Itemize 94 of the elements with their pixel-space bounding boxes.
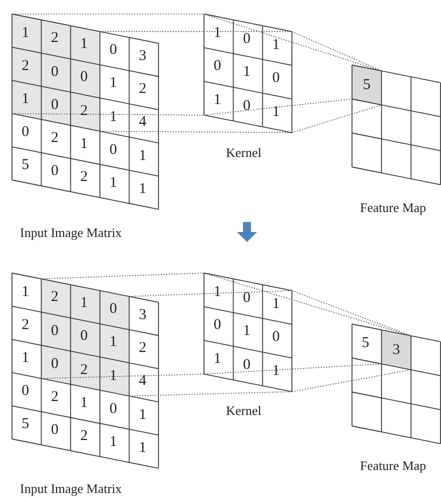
cell-value: 1: [80, 296, 88, 312]
cell-value: 1: [22, 350, 30, 366]
cell-value: 5: [362, 336, 370, 351]
cell-value: 0: [50, 423, 58, 438]
cell-value: 1: [110, 76, 118, 92]
cell-value: 0: [110, 43, 118, 58]
cell-value: 1: [22, 26, 30, 41]
cell-value: 0: [272, 71, 280, 86]
cell-value: 5: [22, 158, 30, 174]
cell-value: 1: [80, 396, 88, 411]
cell-value: 0: [272, 330, 280, 346]
cell-value: 3: [392, 340, 400, 360]
projection-line: [292, 104, 382, 134]
cell-value: 2: [50, 31, 58, 46]
cell-value: 1: [242, 65, 250, 80]
cell-value: 0: [110, 142, 118, 158]
cell-value: 0: [50, 324, 58, 339]
cell-value: 2: [50, 390, 58, 405]
cell-value: 2: [22, 318, 30, 333]
cell-value: 1: [22, 284, 30, 300]
cell-value: 2: [138, 82, 146, 98]
cell-value: 0: [80, 70, 88, 86]
cell-value: 1: [272, 296, 280, 312]
cell-value: 5: [363, 76, 370, 95]
cell-value: 0: [80, 329, 88, 344]
feature-map-caption: Feature Map: [360, 201, 426, 214]
cell-value: 0: [110, 302, 118, 318]
projection-line: [128, 391, 292, 396]
projection-line: [40, 374, 204, 379]
cell-value: 1: [138, 182, 146, 197]
cell-value: 1: [138, 440, 146, 456]
kernel-caption: Kernel: [226, 146, 262, 159]
cell-value: 1: [272, 364, 280, 379]
cell-value: 4: [138, 115, 146, 130]
cell-value: 1: [138, 148, 146, 164]
highlighted-output-cell: [382, 330, 411, 370]
cell-value: 0: [214, 59, 222, 74]
cell-value: 1: [242, 324, 250, 340]
matrix-caption: Input Image Matrix: [20, 226, 122, 239]
cell-value: 3: [138, 308, 146, 323]
cell-value: 0: [50, 64, 58, 80]
cell-value: 2: [22, 58, 30, 74]
cell-value: 2: [50, 290, 58, 306]
cell-value: 3: [138, 48, 146, 64]
cell-value: 0: [242, 290, 250, 306]
feature-map-caption: Feature Map: [360, 459, 426, 472]
cell-value: 2: [80, 170, 88, 186]
cell-value: 0: [50, 98, 58, 113]
cell-value: 1: [110, 434, 118, 450]
cell-value: 0: [22, 384, 30, 400]
cell-value: 1: [80, 37, 88, 52]
kernel-caption: Kernel: [226, 404, 262, 417]
projection-line: [204, 98, 352, 116]
cell-value: 0: [242, 99, 250, 114]
projection-line: [100, 130, 292, 134]
highlighted-output-cell: [352, 65, 382, 105]
cell-value: 1: [22, 92, 30, 107]
cell-value: 0: [22, 125, 30, 140]
cell-value: 0: [110, 402, 118, 417]
cell-value: 1: [272, 38, 280, 52]
cell-value: 1: [214, 93, 222, 108]
cell-value: 1: [110, 176, 118, 191]
matrix-caption: Input Image Matrix: [20, 482, 122, 495]
projection-line: [292, 369, 412, 392]
cell-value: 0: [242, 32, 250, 47]
cell-value: 0: [50, 164, 58, 180]
cell-value: 1: [80, 136, 88, 152]
cell-value: 0: [50, 356, 58, 372]
cell-value: 1: [110, 368, 118, 384]
cell-value: 1: [110, 110, 118, 124]
projection-line: [204, 364, 382, 374]
projection-line: [40, 272, 204, 280]
cell-value: 1: [214, 26, 222, 41]
cell-value: 1: [272, 104, 280, 120]
projection-line: [128, 290, 292, 297]
cell-value: 0: [242, 358, 250, 374]
cell-value: 2: [80, 429, 88, 444]
cell-value: 2: [80, 104, 88, 119]
cell-value: 1: [138, 408, 146, 423]
cell-value: 2: [138, 341, 146, 356]
cell-value: 2: [50, 130, 58, 146]
projection-line: [204, 272, 412, 336]
projection-line: [12, 113, 204, 116]
projection-line: [292, 290, 412, 336]
cell-value: 1: [214, 352, 222, 368]
cell-value: 1: [110, 335, 118, 350]
cell-value: 0: [214, 318, 222, 334]
projection-line: [204, 14, 382, 72]
projection-line: [292, 31, 382, 72]
projection-line: [100, 31, 292, 32]
cell-value: 1: [214, 284, 222, 300]
cell-value: 4: [138, 374, 146, 390]
cell-value: 2: [80, 362, 88, 378]
cell-value: 5: [22, 417, 30, 432]
